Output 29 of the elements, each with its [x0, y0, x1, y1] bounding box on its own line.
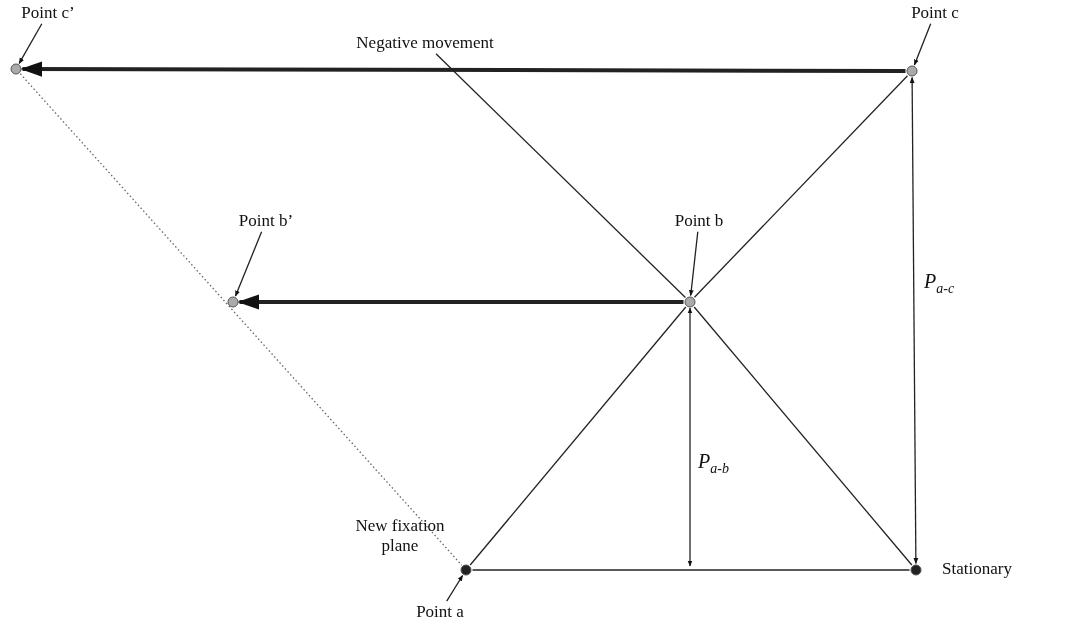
- leader-arrow: [18, 23, 43, 65]
- point-marker: [684, 296, 696, 308]
- connecting-line: [693, 306, 913, 566]
- leader-arrow: [909, 76, 919, 565]
- movement-arrow: [237, 294, 684, 310]
- point-label: Point c: [911, 3, 959, 23]
- point-label: Point b’: [238, 211, 294, 231]
- point-label: Point a: [416, 602, 464, 622]
- movement-arrow: [20, 61, 906, 77]
- point-marker: [227, 296, 239, 308]
- connecting-line: [693, 75, 909, 298]
- point-label: Point b: [674, 211, 724, 231]
- side-label: New fixation plane: [354, 516, 446, 556]
- point-marker: [460, 564, 472, 576]
- point-marker: [906, 65, 918, 77]
- leader-arrow: [446, 574, 464, 602]
- connecting-line: [435, 53, 687, 299]
- point-label: Negative movement: [356, 33, 494, 53]
- dotted-line: [19, 73, 463, 566]
- point-marker: [910, 564, 922, 576]
- leader-arrow: [913, 23, 932, 66]
- connecting-line: [469, 306, 687, 566]
- dimension-label: P$_{a-b}$: [698, 450, 729, 477]
- point-marker: [10, 63, 22, 75]
- point-label: Point c’: [21, 3, 75, 23]
- connecting-line: [471, 569, 911, 571]
- leader-arrow: [688, 231, 699, 297]
- side-label: Stationary: [942, 559, 1013, 579]
- leader-arrow: [234, 231, 263, 297]
